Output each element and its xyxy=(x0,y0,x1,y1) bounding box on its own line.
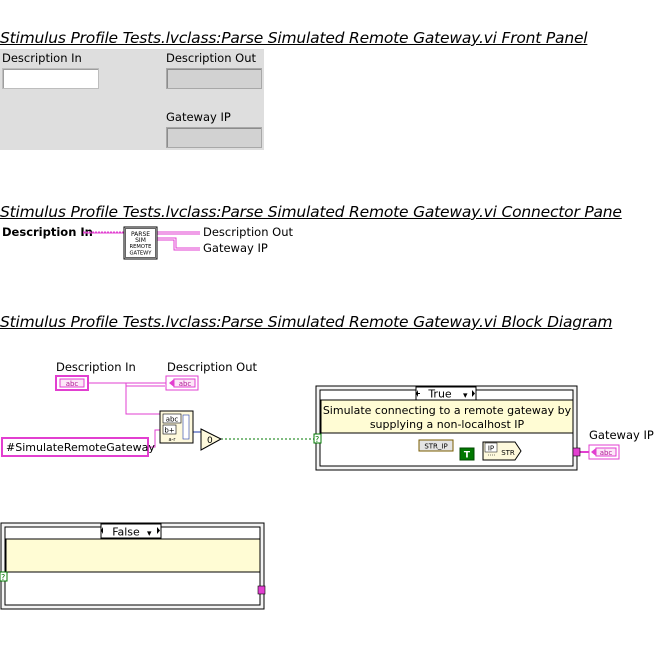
bd-gateway-ip-label: Gateway IP xyxy=(589,428,654,442)
case-selector-terminal-text: ? xyxy=(315,435,319,444)
string-constant-text: #SimulateRemoteGateway xyxy=(6,441,155,454)
bd-description-out-label: Description Out xyxy=(167,360,258,374)
description-in-terminal-text: abc xyxy=(66,380,79,388)
case-selector-terminal xyxy=(313,433,322,444)
str-ip-node-text: STR_IP xyxy=(424,443,447,451)
connector-pane-heading: Stimulus Profile Tests.lvclass:Parse Sim… xyxy=(0,203,622,221)
case-selector-false[interactable] xyxy=(100,523,162,539)
case-structure-false[interactable]: False ▾ ? xyxy=(0,522,266,610)
search-node-line-2: b+ xyxy=(164,427,174,435)
description-out-indicator xyxy=(166,68,262,89)
description-in-terminal[interactable]: abc xyxy=(55,375,89,391)
description-in-control[interactable] xyxy=(2,68,99,89)
case-structure-true[interactable]: True ▾ Simulate connecting to a remote g… xyxy=(313,385,581,471)
gateway-ip-terminal[interactable]: abc xyxy=(588,444,620,460)
ip-to-string-node[interactable]: IP STR xyxy=(482,441,522,461)
vi-icon-line-4: GATEWY xyxy=(130,251,153,257)
compare-node-text: 0 xyxy=(207,436,213,446)
connector-input-label: Description In xyxy=(2,225,93,239)
true-case-comment xyxy=(320,399,574,434)
bd-description-in-label: Description In xyxy=(56,360,136,374)
case-selector-true-arrow: ▾ xyxy=(463,391,468,401)
vi-icon-line-1: PARSE xyxy=(131,231,150,238)
description-out-terminal-text: abc xyxy=(179,380,192,388)
block-diagram-heading: Stimulus Profile Tests.lvclass:Parse Sim… xyxy=(0,313,613,331)
str-ip-node[interactable] xyxy=(418,439,454,452)
ip-node-top-text: IP xyxy=(488,445,494,453)
gateway-ip-label: Gateway IP xyxy=(166,110,231,124)
front-panel-heading: Stimulus Profile Tests.lvclass:Parse Sim… xyxy=(0,29,588,47)
gateway-ip-indicator xyxy=(166,127,262,148)
case-selector-true-label: True xyxy=(427,388,452,401)
comment-line-1: Simulate connecting to a remote gateway … xyxy=(323,404,572,417)
search-node-line-1: abc xyxy=(166,416,179,424)
false-case-output-tunnel xyxy=(257,585,266,595)
true-constant[interactable] xyxy=(459,447,475,461)
true-case-output-tunnel xyxy=(572,447,581,457)
false-case-selector-terminal-text: ? xyxy=(1,573,5,582)
case-selector-false-label: False xyxy=(112,526,140,539)
connector-output-label-1: Description Out xyxy=(203,225,294,239)
vi-icon-line-2: SIM xyxy=(135,237,146,244)
comment-line-2: supplying a non-localhost IP xyxy=(370,418,525,431)
false-case-comment xyxy=(5,538,261,573)
connector-output-label-2: Gateway IP xyxy=(203,241,268,255)
ip-node-right-text: STR xyxy=(501,449,515,457)
description-out-label: Description Out xyxy=(166,51,257,65)
vi-icon xyxy=(123,226,158,260)
false-case-selector-terminal xyxy=(0,571,8,582)
search-node-line-3: a-r xyxy=(169,437,177,443)
description-in-label: Description In xyxy=(2,51,82,65)
front-panel: Description In Description Out Gateway I… xyxy=(0,49,264,150)
true-constant-text: T xyxy=(464,451,471,461)
search-split-string-node[interactable]: abc b+ a-r xyxy=(159,410,194,444)
vi-icon-line-3: REMOTE xyxy=(130,244,152,250)
case-selector-false-arrow: ▾ xyxy=(147,529,152,539)
greater-or-equal-zero-node[interactable]: 0 xyxy=(200,428,223,451)
gateway-ip-terminal-text: abc xyxy=(600,449,613,457)
description-out-terminal[interactable]: abc xyxy=(165,375,199,391)
connector-pane-graphic: PARSE SIM REMOTE GATEWY xyxy=(83,226,200,260)
string-constant[interactable]: #SimulateRemoteGateway xyxy=(1,437,155,457)
